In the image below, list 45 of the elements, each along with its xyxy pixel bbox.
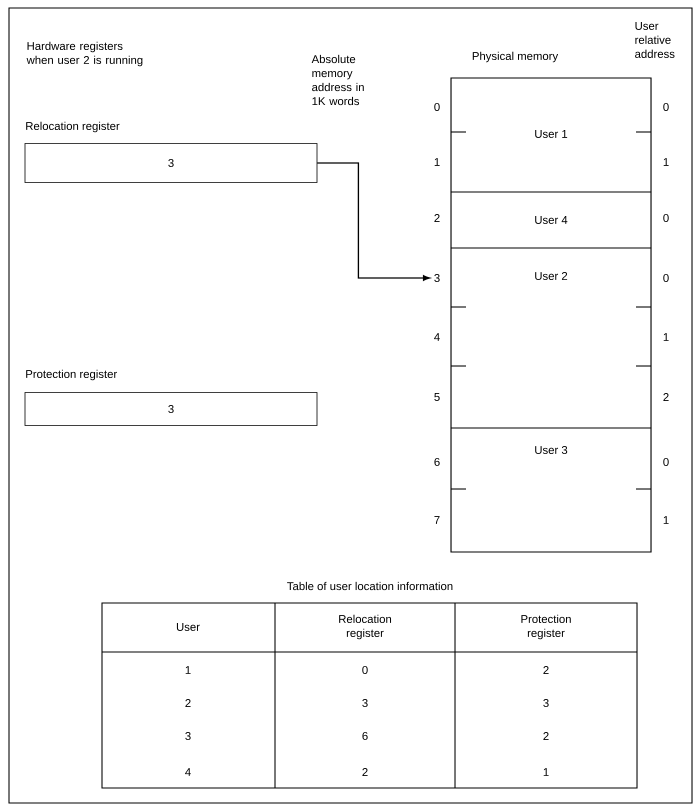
memory-block: User 3 [450,427,652,553]
address-number: 4 [434,333,440,341]
table-cell: 2 [543,732,549,740]
node-label: Protection register [26,370,118,380]
address-number: 1 [434,158,440,166]
caption-text: Hardware registers when user 2 is running [26,42,142,66]
axis-caption: Absolute memory address in 1K words [312,54,364,106]
relative-address: 1 [664,333,669,341]
address-number: 0 [434,103,440,111]
column-header: Relocation register [339,614,392,640]
relative-address: 0 [663,214,669,222]
table-title: Table of user location information [287,582,452,590]
relative-address: 1 [664,516,669,524]
table-cell: 2 [362,768,368,776]
address-number: 3 [434,274,440,282]
memory-block: User 2 [450,247,652,429]
table-cell: 0 [362,666,368,674]
table-cell: 2 [543,666,549,674]
node-label: Physical memory [472,52,558,62]
relative-address: 2 [663,393,669,401]
table-cell: 3 [543,699,549,708]
axis-caption: User relative address [635,22,674,58]
relative-address: 0 [663,103,669,111]
table-cell: 1 [186,666,191,674]
arrow [317,162,430,281]
address-number: 5 [434,393,440,401]
address-number: 2 [434,214,440,222]
relative-address: 0 [663,458,669,466]
register-box: 3 Protection register [24,370,318,426]
table-cell: 2 [185,699,191,707]
relative-address: 1 [664,158,669,166]
relative-address: 0 [663,274,669,282]
register-box: 3 Relocation register [24,122,318,183]
table-cell: 3 [185,732,191,740]
memory-block: User 1 [450,77,652,193]
table-cell: 1 [544,768,549,776]
table-cell: 3 [362,699,368,708]
column-header: Protection register [521,614,571,640]
memory-block: User 4 [450,191,652,249]
address-number: 6 [434,458,440,466]
address-number: 7 [434,516,440,524]
node-label: Relocation register [26,122,120,132]
table-cell: 4 [185,768,191,776]
column-header: User [176,623,200,631]
table-cell: 6 [362,732,368,740]
